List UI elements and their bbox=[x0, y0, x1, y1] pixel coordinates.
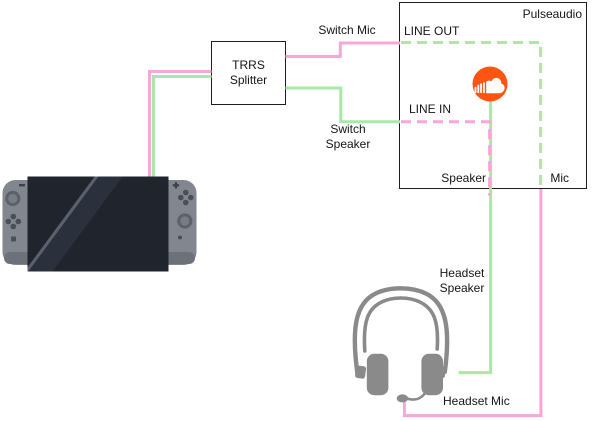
switch-speaker-cable bbox=[152, 75, 212, 178]
line-in-label: LINE IN bbox=[409, 102, 452, 116]
line-out-label: LINE OUT bbox=[404, 24, 460, 38]
mic-port-label: Mic bbox=[550, 171, 569, 185]
nintendo-switch-illustration bbox=[2, 176, 197, 272]
switch-mic-cable bbox=[148, 70, 212, 178]
trrs-splitter-box: TRRS Splitter bbox=[211, 41, 286, 105]
plus-button-icon bbox=[172, 184, 180, 187]
left-stick-icon bbox=[5, 190, 21, 207]
pulseaudio-box: Pulseaudio LINE OUT LINE IN Speaker Mic bbox=[399, 2, 587, 189]
headband-outer bbox=[352, 286, 450, 377]
mic-capsule bbox=[396, 394, 409, 403]
splitter-to-linein-cable bbox=[285, 86, 400, 124]
switch-screen bbox=[27, 176, 169, 272]
switch-mic-label: Switch Mic bbox=[318, 23, 376, 37]
switch-speaker-label: Switch Speaker bbox=[325, 122, 371, 151]
headset-illustration bbox=[352, 286, 450, 403]
right-earcup bbox=[421, 353, 443, 396]
headset-mic-label: Headset Mic bbox=[443, 394, 510, 408]
headband-inner bbox=[362, 296, 440, 353]
mic-boom bbox=[406, 390, 428, 401]
headset-speaker-label: Headset Speaker bbox=[439, 266, 485, 295]
trrs-splitter-label: TRRS Splitter bbox=[229, 58, 268, 87]
mic-to-headset-cable bbox=[402, 189, 543, 418]
pulseaudio-title: Pulseaudio bbox=[522, 7, 582, 21]
left-earcup bbox=[366, 353, 389, 396]
right-stick-icon bbox=[177, 213, 193, 229]
minus-button-icon bbox=[19, 184, 25, 187]
speaker-port-label: Speaker bbox=[441, 171, 486, 185]
splitter-to-lineout-cable bbox=[285, 41, 400, 58]
